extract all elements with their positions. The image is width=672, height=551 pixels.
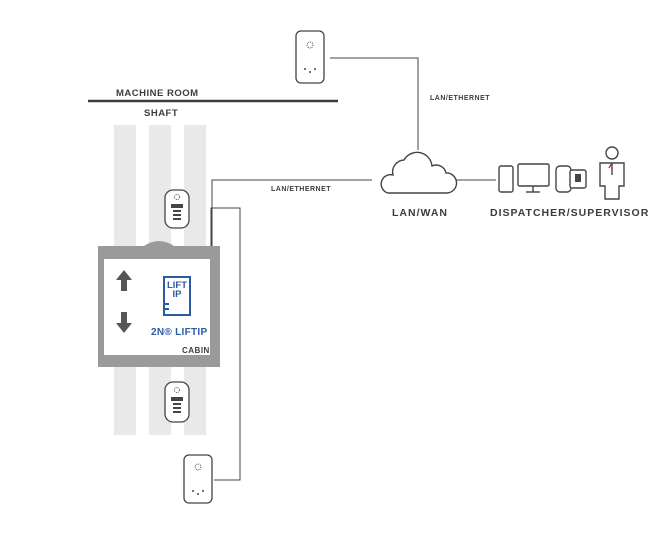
mobile-phone-icon: [295, 30, 325, 84]
machine-room-label: MACHINE ROOM: [116, 88, 199, 99]
lan-ethernet-top-label: LAN/ETHERNET: [430, 95, 491, 102]
liftip-logo-text: LIFT IP: [166, 280, 188, 300]
dispatcher-supervisor-label: DISPATCHER/SUPERVISOR: [490, 207, 650, 219]
cloud-icon: [380, 151, 458, 194]
lan-wan-label: LAN/WAN: [392, 207, 448, 219]
monitor-icon: [517, 163, 550, 193]
desk-phone-icon: [555, 165, 587, 193]
supervisor-person-icon: [599, 146, 625, 200]
shaft-intercom-top-icon: [164, 189, 190, 229]
liftip-device-icon: [163, 276, 191, 316]
cabin-label: CABIN: [182, 346, 210, 355]
arrow-up-icon: [116, 270, 132, 291]
pit-intercom-icon: [183, 454, 213, 504]
liftip-logo-line1: LIFT: [166, 280, 188, 291]
liftip-brand-label: 2N® LIFTIP: [151, 327, 208, 338]
lan-ethernet-mid-label: LAN/ETHERNET: [271, 186, 332, 193]
arrow-down-icon: [116, 312, 132, 333]
lift-cabin: [98, 241, 220, 367]
mobile-handset-icon: [498, 165, 514, 193]
connection-lines: [209, 57, 496, 481]
shaft-intercom-bottom-icon: [164, 381, 190, 423]
shaft-label: SHAFT: [144, 108, 179, 119]
liftip-logo-line2: IP: [172, 289, 182, 300]
